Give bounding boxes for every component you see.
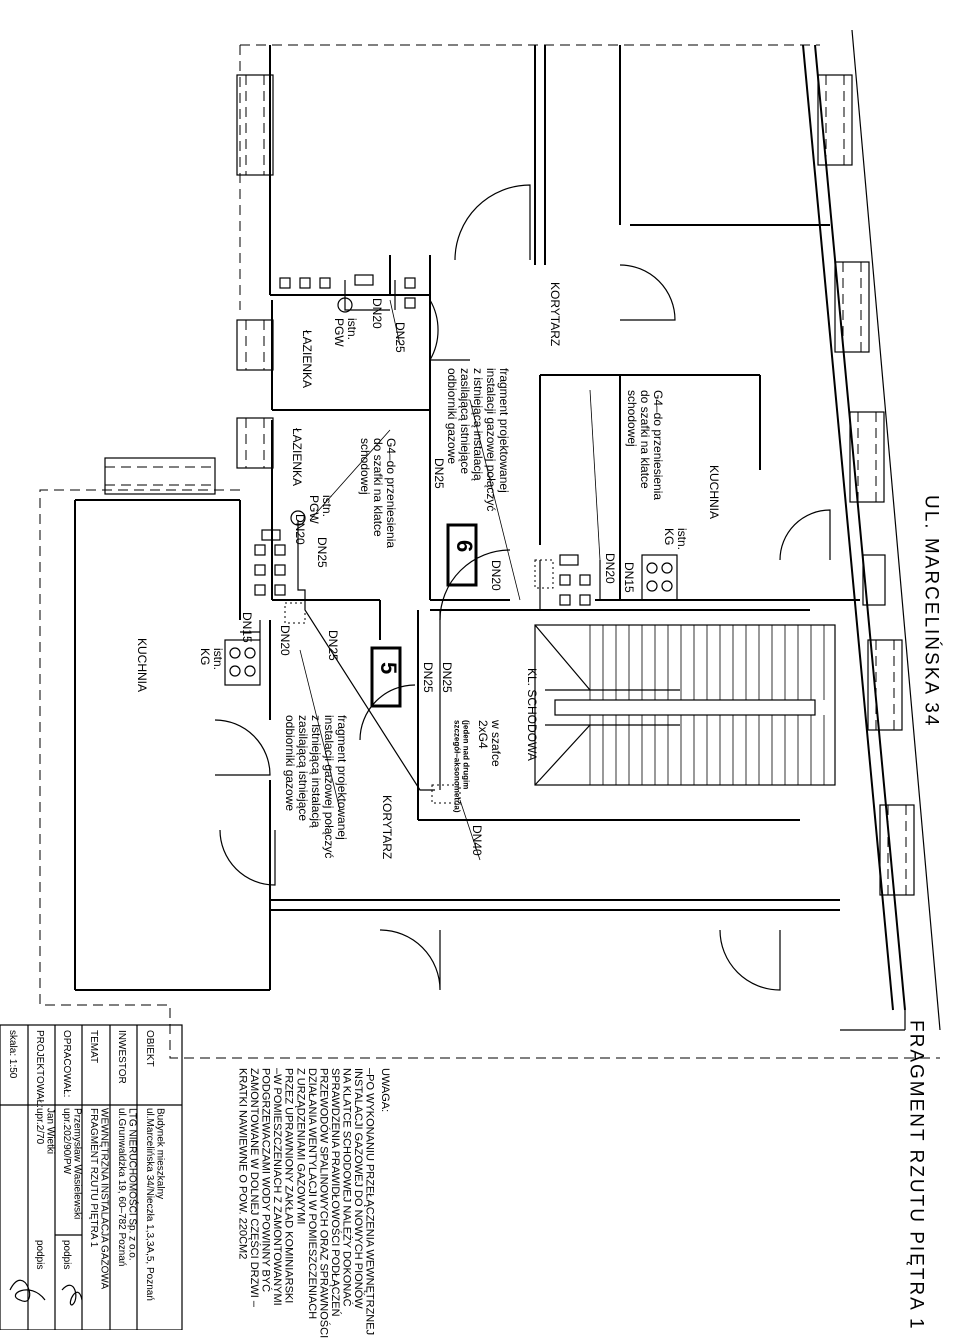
notes-heading: UWAGA: [378, 1068, 391, 1113]
label-dn25-f: DN25 [420, 662, 435, 693]
label-istn-pgw-b: istn. PGW [306, 495, 334, 524]
meter-symbols [261, 274, 579, 566]
label-dn20-b: DN20 [292, 514, 307, 545]
label-fragment-b: fragment projektowanej instalacji gazowe… [282, 715, 349, 859]
sheet-title: FRAGMENT RZUTU PIĘTRA 1 [905, 1020, 927, 1331]
label-dn20-d: DN20 [602, 553, 617, 584]
label-dn25-a: DN25 [392, 322, 407, 353]
tb-scale: skala: 1:50 [6, 1030, 18, 1079]
leader-lines [299, 299, 601, 861]
left-windows [104, 74, 274, 495]
label-dn25-b: DN25 [431, 458, 446, 489]
label-dn25-c: DN25 [314, 537, 329, 568]
room-lazienka-1: ŁAZIENKA [299, 330, 314, 389]
signature-mark-bottom [9, 1279, 46, 1302]
label-fragment-a: fragment projektowanej instalacji gazowe… [444, 368, 511, 512]
street-facade [802, 29, 941, 1031]
gas-pipes [240, 280, 640, 804]
number-box-6 [446, 523, 478, 587]
tb-label-projektowal: PROJEKTOWAŁ: [33, 1030, 45, 1108]
label-szafka-note: (jeden nad drugim szczegół–aksonometria) [452, 720, 471, 813]
gas-stove-left [224, 639, 261, 686]
doors [214, 184, 831, 991]
gas-stove-right [641, 554, 678, 601]
label-dn25-e: DN25 [439, 662, 454, 693]
staircase [534, 624, 836, 786]
tb-label-inwestor: INWESTOR [115, 1030, 127, 1084]
number-6: 6 [451, 540, 477, 553]
label-dn15-a: DN15 [621, 562, 636, 593]
tb-sign-label-bottom: podpis [33, 1240, 45, 1270]
tb-label-obiekt: OBIEKT [143, 1030, 155, 1067]
tb-label-opracowal: OPRACOWAŁ: [60, 1030, 72, 1098]
label-g4-a: G4–do przeniesienia do szafki na klatce … [357, 438, 398, 549]
room-kuchnia-right: KUCHNIA [706, 465, 721, 520]
label-dn20-a: DN20 [369, 298, 384, 329]
tb-value-opracowal: Przemysław Wasielewski upr.202/90/PW [60, 1108, 83, 1220]
room-kuchnia-left: KUCHNIA [134, 638, 149, 693]
title-block-frame [0, 1024, 183, 1330]
notes-body: –PO WYKONANIU PRZEŁĄCZENIA WEWNĘTRZNEJ I… [236, 1068, 376, 1338]
tb-value-inwestor: LTG NIERUCHOMOŚCI Sp. z o.o. ul.Grunwald… [115, 1108, 138, 1267]
label-szafka: w szafce 2xG4 [475, 720, 503, 767]
label-dn25-d: DN25 [325, 630, 340, 661]
room-klatka: KL. SCHODOWA [524, 668, 539, 761]
tb-value-temat: WEWNĘTRZNA INSTALACJA GAZOWA FRAGMENT RZ… [87, 1108, 110, 1290]
tb-label-temat: TEMAT [87, 1030, 99, 1064]
label-dn15-b: DN15 [239, 612, 254, 643]
fragment-boundary [39, 44, 940, 1059]
street-name: UL. MARCELIŃSKA 34 [920, 495, 942, 728]
number-5: 5 [375, 662, 401, 675]
label-istn-kg-a: istn. KG [661, 528, 689, 551]
vent-ducts [254, 277, 591, 606]
interior-walls [74, 45, 860, 991]
room-korytarz-bottom: KORYTARZ [379, 795, 394, 860]
tb-value-obiekt: Budynek mieszkalny ul.Marcelińska 34/Nie… [143, 1108, 166, 1301]
label-istn-kg-b: istn. KG [197, 648, 225, 671]
facade-windows [817, 74, 915, 896]
label-istn-pgw-a: istn. PGW [331, 318, 359, 347]
room-korytarz-top: KORYTARZ [547, 282, 562, 347]
tb-sign-label-top: podpis [60, 1240, 72, 1270]
label-dn20-e: DN20 [277, 625, 292, 656]
label-dn20-c: DN20 [488, 560, 503, 591]
room-lazienka-2: ŁAZIENKA [289, 428, 304, 487]
label-dn40: DN40 [469, 825, 484, 856]
signature-mark-top [61, 1284, 83, 1306]
tb-value-projektowal: Jan Wietki upr.2/70 [33, 1108, 56, 1155]
number-box-5 [370, 646, 402, 708]
label-g4-b: G4–do przeniesienia do szafki na klatce … [624, 390, 665, 501]
